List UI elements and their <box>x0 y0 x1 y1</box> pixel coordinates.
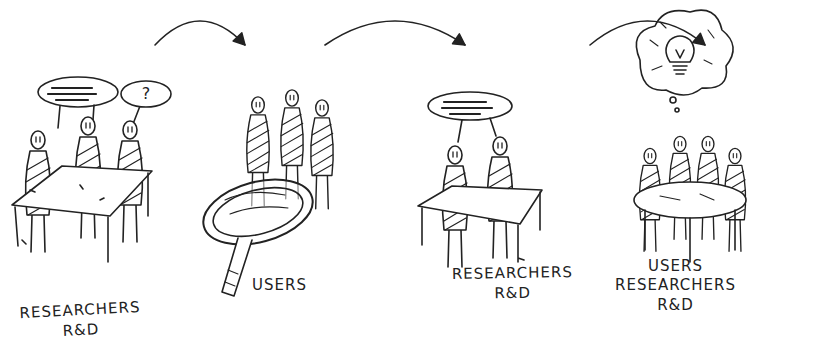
speech-bubble: ? <box>120 80 172 108</box>
sketch-stroke <box>418 186 542 224</box>
sketch-stroke <box>225 192 288 214</box>
sketch-stroke <box>48 88 96 100</box>
sketch-stroke <box>673 50 687 74</box>
scene-group: USERS <box>210 45 360 295</box>
sketch-stroke <box>30 185 104 200</box>
sketch-stroke <box>208 179 308 245</box>
sketch-stroke <box>675 108 679 112</box>
flow-arrow <box>325 21 465 45</box>
flow-arrow <box>155 21 245 45</box>
sketch-stroke <box>196 169 320 256</box>
sketch-stroke <box>311 100 333 209</box>
sketch-stroke <box>636 10 733 95</box>
arrow-head <box>693 33 705 45</box>
sketch-stroke <box>670 97 676 103</box>
scene-group: RESEARCHERS R&D <box>400 45 590 303</box>
scene-caption: USERS <box>252 276 307 296</box>
sketch-stroke <box>650 22 714 70</box>
arrow-curve <box>325 21 465 45</box>
collaboration-scene <box>634 10 746 262</box>
sketch-stroke <box>634 182 746 218</box>
scene-caption: USERS RESEARCHERS R&D <box>615 257 736 316</box>
arrow-head <box>233 33 245 45</box>
sketch-stroke <box>458 118 496 142</box>
sketch-stroke <box>38 77 118 107</box>
arrow-curve <box>590 21 705 45</box>
sketch-stroke <box>12 10 746 296</box>
sketch-stroke <box>645 210 735 262</box>
sketch-stroke <box>442 102 492 114</box>
sketch-stroke <box>12 166 152 216</box>
sketch-stroke <box>422 192 540 262</box>
scene-group: RESEARCHERS R&D? <box>5 45 205 340</box>
sketch-stroke <box>428 92 512 120</box>
sketch-stroke <box>15 173 148 262</box>
sketch-stroke <box>660 194 714 200</box>
bubble-text: ? <box>142 86 151 102</box>
sketch-stroke <box>225 270 238 286</box>
arrow-curve <box>155 21 245 45</box>
flow-arrow <box>590 21 705 45</box>
scene-caption: RESEARCHERS R&D <box>452 263 574 304</box>
sketch-stroke <box>222 238 252 296</box>
scene-caption: RESEARCHERS R&D <box>19 298 142 343</box>
users-scene <box>196 90 333 296</box>
arrow-head <box>453 34 465 45</box>
scene-group: USERS RESEARCHERS R&D <box>595 45 785 315</box>
researchers-scene <box>418 92 542 267</box>
bubble-ellipse <box>121 81 171 107</box>
